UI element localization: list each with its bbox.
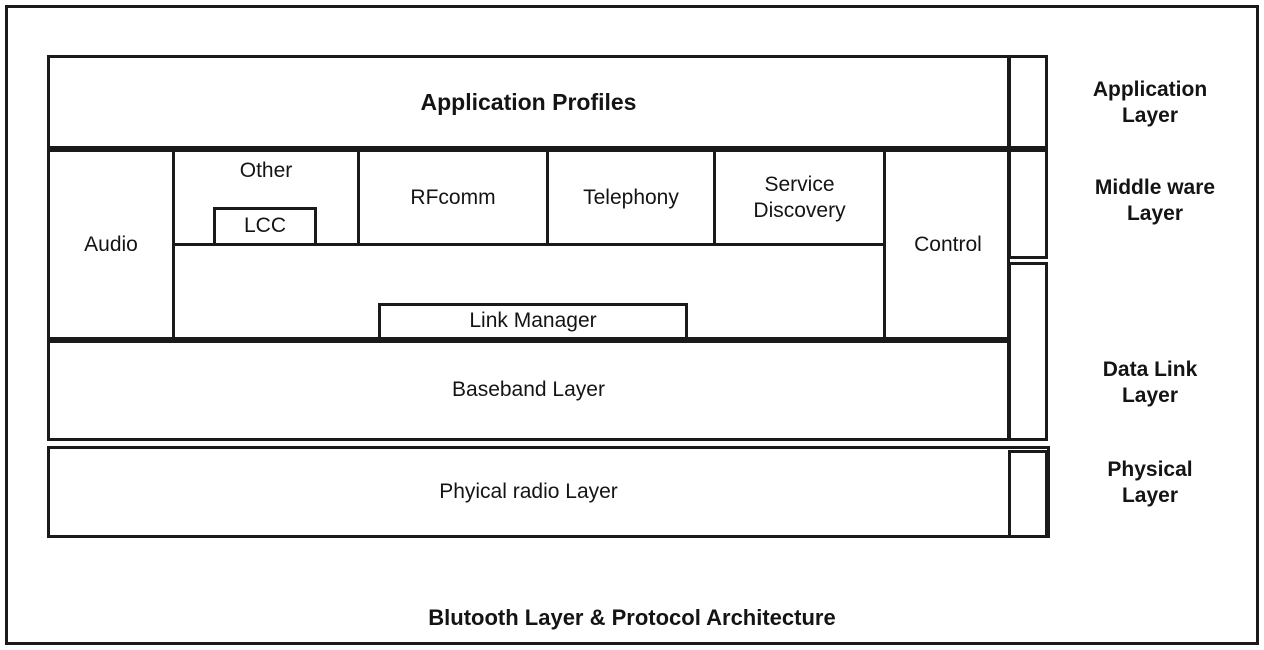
- layer-label-middleware-line2: Layer: [1126, 202, 1184, 225]
- other-cell: Other: [175, 158, 357, 214]
- application-profiles-box: Application Profiles: [47, 55, 1010, 149]
- other-label: Other: [239, 159, 293, 182]
- lcc-box: LCC: [213, 207, 317, 246]
- control-column-divider: [883, 149, 886, 340]
- rfcomm-cell: RFcomm: [360, 152, 546, 244]
- layer-label-middleware: Middle ware Layer: [1060, 170, 1250, 232]
- layer-label-physical-line2: Layer: [1121, 484, 1179, 507]
- rfcomm-label: RFcomm: [410, 186, 496, 210]
- lcc-label: LCC: [243, 214, 286, 238]
- service-discovery-cell: Service Discovery: [716, 152, 883, 244]
- layer-label-datalink-line2: Layer: [1121, 384, 1179, 407]
- layer-label-application: Application Layer: [1060, 72, 1240, 134]
- layer-label-application-line2: Layer: [1121, 104, 1179, 127]
- telephony-cell: Telephony: [549, 152, 713, 244]
- layer-label-middleware-line1: Middle ware: [1094, 176, 1216, 200]
- link-manager-box: Link Manager: [378, 303, 688, 340]
- telephony-label: Telephony: [583, 186, 679, 210]
- baseband-layer-label: Baseband Layer: [452, 378, 605, 402]
- diagram-caption: Blutooth Layer & Protocol Architecture: [5, 598, 1259, 638]
- layer-label-datalink-line1: Data Link: [1102, 358, 1198, 382]
- audio-label: Audio: [84, 232, 138, 256]
- physical-radio-layer-label: Phyical radio Layer: [439, 479, 618, 503]
- bracket-box-physical: [1008, 450, 1048, 538]
- baseband-layer-box: Baseband Layer: [47, 340, 1010, 441]
- layer-label-datalink: Data Link Layer: [1060, 352, 1240, 414]
- layer-label-physical-line1: Physical: [1107, 458, 1193, 482]
- bracket-box-datalink: [1008, 262, 1048, 441]
- bracket-box-application: [1008, 55, 1048, 149]
- middleware-subrow-divider: [172, 243, 883, 246]
- audio-cell: Audio: [50, 152, 172, 337]
- service-discovery-label: Service Discovery: [753, 173, 846, 222]
- physical-radio-layer-box: Phyical radio Layer: [47, 446, 1050, 538]
- layer-label-application-line1: Application: [1092, 78, 1208, 102]
- telephony-service-divider: [713, 149, 716, 246]
- bracket-box-middleware: [1008, 149, 1048, 259]
- control-label: Control: [914, 232, 982, 256]
- diagram-outer-border: [5, 5, 1259, 645]
- rfcomm-telephony-divider: [546, 149, 549, 246]
- layer-label-physical: Physical Layer: [1060, 452, 1240, 514]
- application-profiles-label: Application Profiles: [420, 88, 637, 115]
- diagram-caption-text: Blutooth Layer & Protocol Architecture: [428, 604, 836, 630]
- control-cell: Control: [886, 152, 1010, 337]
- link-manager-label: Link Manager: [469, 309, 597, 333]
- other-rfcomm-divider: [357, 149, 360, 246]
